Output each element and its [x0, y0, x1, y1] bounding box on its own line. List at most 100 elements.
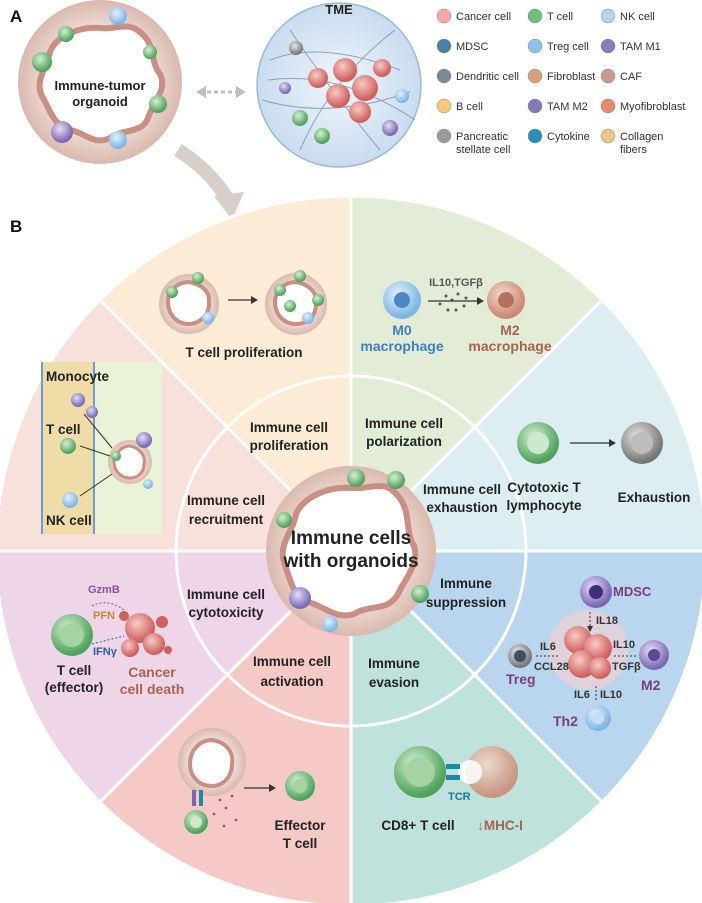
immune-tumor-organoid: Immune-tumor organoid [18, 0, 182, 164]
legend-label: Pancreatic [456, 131, 508, 143]
monocyte-icon [71, 393, 85, 407]
nk-cell-icon [62, 492, 78, 508]
sector-activation [97, 547, 353, 903]
legend-label: Cancer cell [456, 11, 511, 23]
tme-label: TME [325, 2, 353, 17]
inner-exhaustion-l1: Immune cell [423, 482, 501, 497]
mdsc-label: MDSC [613, 584, 652, 599]
outer-proliferation: T cell proliferation [159, 270, 327, 360]
m0-label-l2: macrophage [360, 338, 443, 354]
legend-label: NK cell [620, 11, 655, 23]
outer-polarization: IL10,TGFβ M0 macrophage M2 macrophage [360, 277, 551, 354]
cancer-death-l1: Cancer [128, 664, 176, 680]
mdsc-icon [436, 38, 452, 54]
m2-label: M2 [641, 677, 661, 693]
legend-label: Cytokine [547, 131, 590, 143]
t-cell-effector-l1: T cell [57, 663, 92, 678]
caf-icon [600, 68, 616, 84]
cancer-death-l2: cell death [120, 681, 185, 697]
inner-cytotoxicity-l2: cytotoxicity [188, 605, 264, 620]
ccl28-label: CCL28 [534, 661, 569, 673]
bidirectional-arrow-icon [196, 86, 246, 98]
outer-evasion: TCR CD8+ T cell ↓MHC-I [381, 746, 523, 833]
gzmb-label: GzmB [88, 584, 120, 596]
effector-label-l1: Effector [274, 818, 326, 833]
legend-label: CAF [620, 71, 642, 83]
mhc-label: ↓MHC-I [477, 818, 523, 833]
center-organoid: Immune cells with organoids [266, 466, 436, 636]
panel-a-letter: A [10, 7, 22, 26]
inner-proliferation-l1: Immune cell [250, 420, 328, 435]
legend-label: B cell [456, 101, 483, 113]
monocyte-label: Monocyte [46, 369, 109, 384]
inner-recruitment-l2: recruitment [189, 512, 264, 527]
outer-suppression: MDSC IL18 IL6 CCL28 IL10 TGFβ IL6 IL10 T… [506, 576, 669, 731]
inner-recruitment-l1: Immune cell [187, 493, 265, 508]
inner-evasion-l1: Immune [368, 656, 420, 671]
effector-label-l2: T cell [283, 836, 318, 851]
legend-label: TAM M2 [547, 101, 588, 113]
inner-cytotoxicity-l1: Immune cell [187, 587, 265, 602]
legend-label: Fibroblast [547, 71, 595, 83]
legend-label: TAM M1 [620, 41, 661, 53]
exhaustion-caption: Exhaustion [618, 490, 691, 505]
panel-b-letter: B [10, 217, 22, 236]
inner-polarization-l1: Immune cell [365, 416, 443, 431]
center-label-line2: with organoids [282, 551, 418, 572]
sector-cytotoxicity [0, 549, 355, 805]
sector-polarization [349, 195, 605, 555]
fibroblast-icon [527, 68, 543, 84]
tam-m1-icon [600, 38, 616, 54]
inner-sector-labels: Immune cell proliferation Immune cell po… [187, 416, 506, 690]
proliferation-caption: T cell proliferation [185, 345, 302, 360]
il10-right-label: IL10 [613, 639, 635, 651]
pfn-label: PFN [93, 610, 115, 622]
legend-label: Dendritic cell [456, 71, 519, 83]
inner-evasion-l2: evasion [369, 675, 419, 690]
center-label-line1: Immune cells [291, 528, 411, 549]
il6-bottom-label: IL6 [574, 689, 590, 701]
cancer-cell-icon [436, 8, 452, 24]
legend-label: Collagen [620, 131, 663, 143]
inner-activation-l2: activation [260, 674, 323, 689]
inner-activation-l1: Immune cell [253, 654, 331, 669]
nk-cell-label: NK cell [46, 513, 92, 528]
legend-label: Myofibroblast [620, 101, 685, 113]
sector-suppression [347, 549, 702, 805]
m0-label-l1: M0 [392, 322, 412, 338]
tcr-label: TCR [448, 791, 471, 803]
outer-cytotoxicity: GzmB PFN IFNγ T cell (effector) Cancer c… [45, 584, 185, 697]
inner-suppression-l1: Immune [440, 576, 492, 591]
outer-recruitment: Monocyte T cell NK cell [41, 362, 162, 534]
collagen-icon [600, 128, 616, 144]
t-cell-icon [60, 438, 76, 454]
cytokine-icon [527, 128, 543, 144]
sector-evasion [349, 547, 605, 903]
outer-exhaustion: Cytotoxic T lymphocyte Exhaustion [506, 422, 690, 513]
t-cell-label: T cell [46, 422, 81, 437]
organoid-label-line1: Immune-tumor [55, 78, 146, 93]
m2-label-l1: M2 [500, 322, 520, 338]
inner-exhaustion-l2: exhaustion [426, 500, 497, 515]
organoid-label-line2: organoid [72, 94, 128, 109]
dendritic-cell-icon [436, 68, 452, 84]
ctl-label-l2: lymphocyte [506, 498, 582, 513]
cd8-label: CD8+ T cell [381, 818, 454, 833]
myofibroblast-icon [600, 98, 616, 114]
b-cell-icon [436, 98, 452, 114]
m2-label-l2: macrophage [468, 338, 551, 354]
treg-cell-icon [527, 38, 543, 54]
th2-label: Th2 [553, 713, 578, 729]
treg-label: Treg [506, 671, 536, 687]
ctl-label-l1: Cytotoxic T [507, 480, 581, 495]
tam-m2-icon [527, 98, 543, 114]
nk-cell-icon [600, 8, 616, 24]
stellate-cell-icon [436, 128, 452, 144]
legend-label: T cell [547, 11, 573, 23]
legend-label-line2: fibers [620, 144, 647, 156]
transition-arrow-icon [174, 144, 235, 204]
ifng-label: IFNγ [93, 646, 118, 658]
legend-label: MDSC [456, 41, 488, 53]
inner-proliferation-l2: proliferation [250, 438, 329, 453]
